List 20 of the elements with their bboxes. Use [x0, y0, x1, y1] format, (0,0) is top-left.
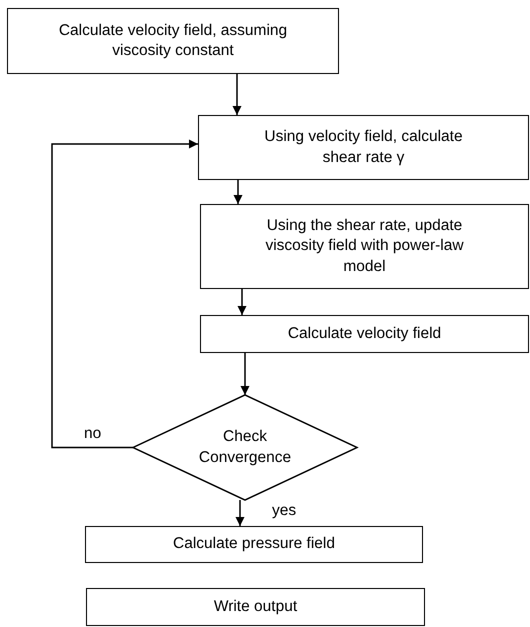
- process-box: [200, 315, 529, 353]
- arrow: [51, 140, 198, 448]
- process-box: [86, 588, 425, 626]
- process-box: [85, 526, 423, 563]
- arrow: [238, 289, 246, 315]
- step-text: Write output: [214, 596, 298, 617]
- step-text: Using velocity field, calculate shear rate γ: [263, 127, 464, 168]
- arrow: [232, 74, 242, 115]
- arrow: [240, 353, 250, 395]
- process-box: [198, 115, 529, 180]
- arrow: [236, 500, 244, 526]
- step-text: Using the shear rate, update viscosity field with power-law model: [264, 216, 465, 277]
- step-text: Calculate velocity field, assuming viscosity constant: [58, 20, 288, 61]
- step-text: Check Convergence: [198, 427, 292, 468]
- arrow: [234, 180, 242, 204]
- process-box: [200, 204, 529, 289]
- step-text: Calculate pressure field: [173, 534, 335, 554]
- step-text: Calculate velocity field: [288, 324, 442, 344]
- process-box: [7, 8, 339, 74]
- decision-diamond: [133, 395, 357, 500]
